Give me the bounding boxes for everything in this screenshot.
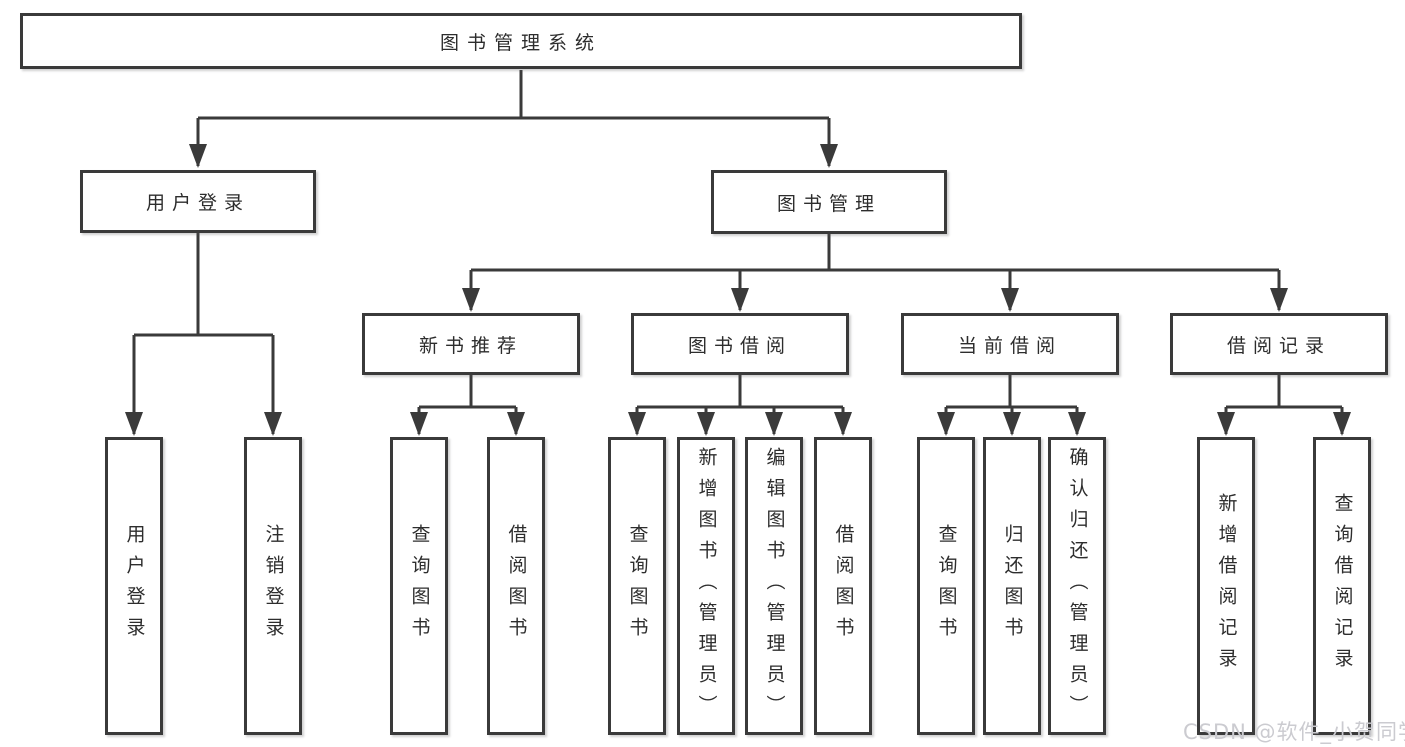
leaf-label: 注销登录 — [262, 524, 285, 648]
leaf-confirm-return-admin: 确认归还（管理员） — [1048, 437, 1106, 735]
node-library-management-system: 图书管理系统 — [20, 13, 1022, 69]
node-new-book-recommendation: 新书推荐 — [362, 313, 580, 375]
leaf-label: 归还图书 — [1001, 524, 1024, 648]
leaf-add-books-admin: 新增图书（管理员） — [677, 437, 735, 735]
node-current-borrowing: 当前借阅 — [901, 313, 1119, 375]
leaf-label: 新增图书（管理员） — [695, 446, 718, 726]
leaf-label: 查询图书 — [626, 524, 649, 648]
leaf-label: 借阅图书 — [832, 524, 855, 648]
leaf-label: 查询图书 — [408, 524, 431, 648]
leaf-query-books-current: 查询图书 — [917, 437, 975, 735]
tree-arrows — [125, 118, 1351, 436]
leaf-borrow-books-recommend: 借阅图书 — [487, 437, 545, 735]
leaf-add-borrow-record: 新增借阅记录 — [1197, 437, 1255, 735]
tree-branch-lines — [134, 70, 1342, 409]
leaf-user-login: 用户登录 — [105, 437, 163, 735]
leaf-label: 编辑图书（管理员） — [763, 446, 786, 726]
leaf-return-books: 归还图书 — [983, 437, 1041, 735]
leaf-label: 借阅图书 — [505, 524, 528, 648]
leaf-label: 新增借阅记录 — [1215, 493, 1238, 679]
leaf-label: 确认归还（管理员） — [1066, 446, 1089, 726]
leaf-borrow-books: 借阅图书 — [814, 437, 872, 735]
leaf-logout: 注销登录 — [244, 437, 302, 735]
node-borrowing-records: 借阅记录 — [1170, 313, 1388, 375]
watermark: CSDN @软件_小贺同学 — [1183, 720, 1405, 744]
leaf-label: 用户登录 — [123, 524, 146, 648]
node-book-management: 图书管理 — [711, 170, 947, 234]
leaf-query-books-borrow: 查询图书 — [608, 437, 666, 735]
leaf-label: 查询图书 — [935, 524, 958, 648]
leaf-edit-books-admin: 编辑图书（管理员） — [745, 437, 803, 735]
node-user-login: 用户登录 — [80, 170, 316, 233]
leaf-label: 查询借阅记录 — [1331, 493, 1354, 679]
leaf-query-books-recommend: 查询图书 — [390, 437, 448, 735]
node-book-borrowing: 图书借阅 — [631, 313, 849, 375]
leaf-query-borrow-record: 查询借阅记录 — [1313, 437, 1371, 735]
